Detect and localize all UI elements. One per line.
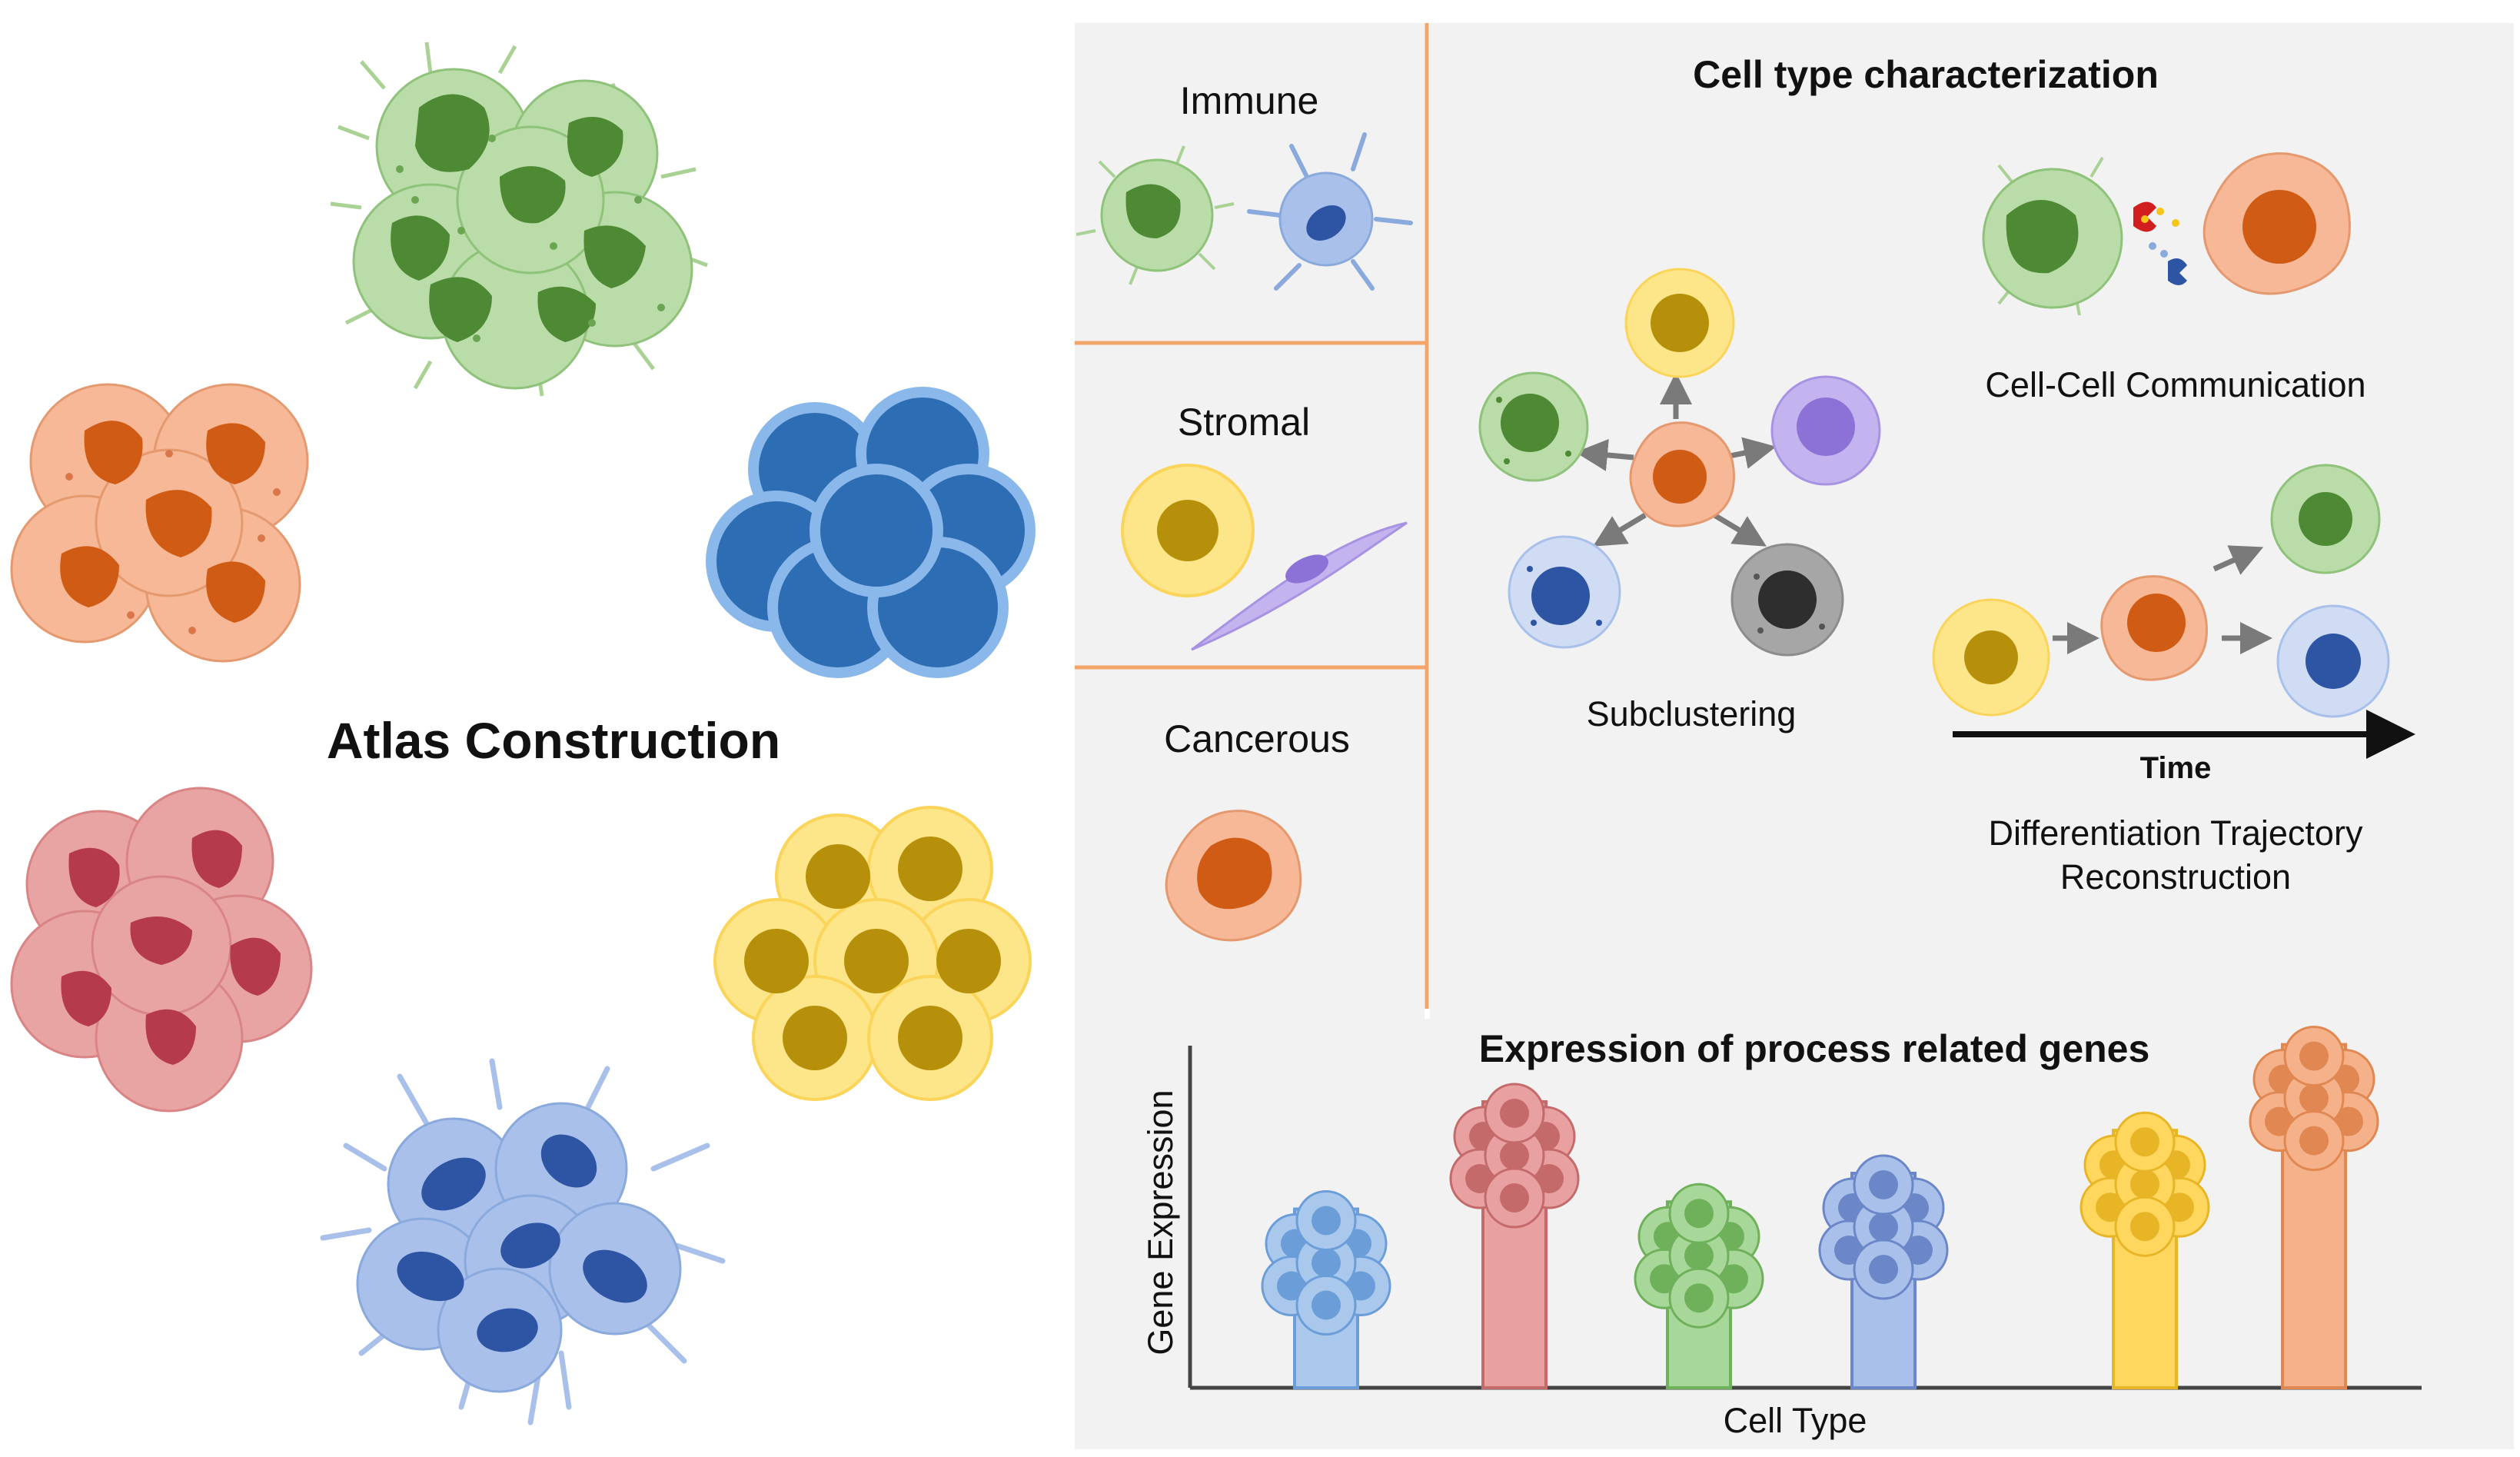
category-label-stromal: Stromal — [1177, 401, 1311, 444]
dendritic-cell-cluster — [320, 1058, 726, 1425]
expression-chart — [1188, 1026, 2422, 1390]
chart-x-axis-label: Cell Type — [1723, 1401, 1867, 1440]
cell-type-characterization-title: Cell type characterization — [1693, 53, 2159, 96]
category-label-immune: Immune — [1179, 79, 1319, 122]
cell-cluster-blue — [706, 387, 1036, 678]
time-label: Time — [2139, 751, 2212, 785]
cancerous-cell-icon — [1165, 810, 1302, 942]
stromal-round-cell-icon — [1121, 464, 1255, 597]
cell-cell-communication-label: Cell-Cell Communication — [1985, 365, 2366, 404]
cancer-cell-cluster-orange — [10, 383, 309, 663]
immune-green-cell-icon — [1075, 145, 1235, 285]
bar-cell-cluster-6 — [2249, 1026, 2379, 1172]
category-label-cancerous: Cancerous — [1164, 717, 1350, 760]
bar-cell-cluster-4 — [1818, 1154, 1949, 1300]
bar-cell-cluster-1 — [1261, 1190, 1391, 1336]
differentiation-trajectory-diagram — [1932, 464, 2415, 759]
immune-cell-cluster-green — [330, 42, 708, 397]
subclustering-label: Subclustering — [1586, 694, 1797, 733]
stromal-fibroblast-icon — [1191, 521, 1408, 651]
atlas-construction-title: Atlas Construction — [326, 712, 781, 769]
cell-cluster-yellow — [713, 806, 1032, 1101]
subclustering-diagram — [1478, 268, 1881, 657]
bar-cell-cluster-5 — [2079, 1111, 2210, 1257]
expression-chart-title: Expression of process related genes — [1478, 1027, 2150, 1070]
bar-cell-cluster-3 — [1634, 1183, 1764, 1329]
bar-cell-cluster-2 — [1449, 1083, 1580, 1229]
trajectory-label-line2: Reconstruction — [2060, 857, 2292, 896]
trajectory-label-line1: Differentiation Trajectory — [1988, 813, 2363, 853]
cell-cluster-red — [10, 787, 313, 1113]
cell-cell-communication-diagram — [1982, 152, 2351, 316]
immune-dendritic-cell-icon — [1247, 132, 1413, 291]
chart-y-axis-label: Gene Expression — [1141, 1089, 1180, 1356]
